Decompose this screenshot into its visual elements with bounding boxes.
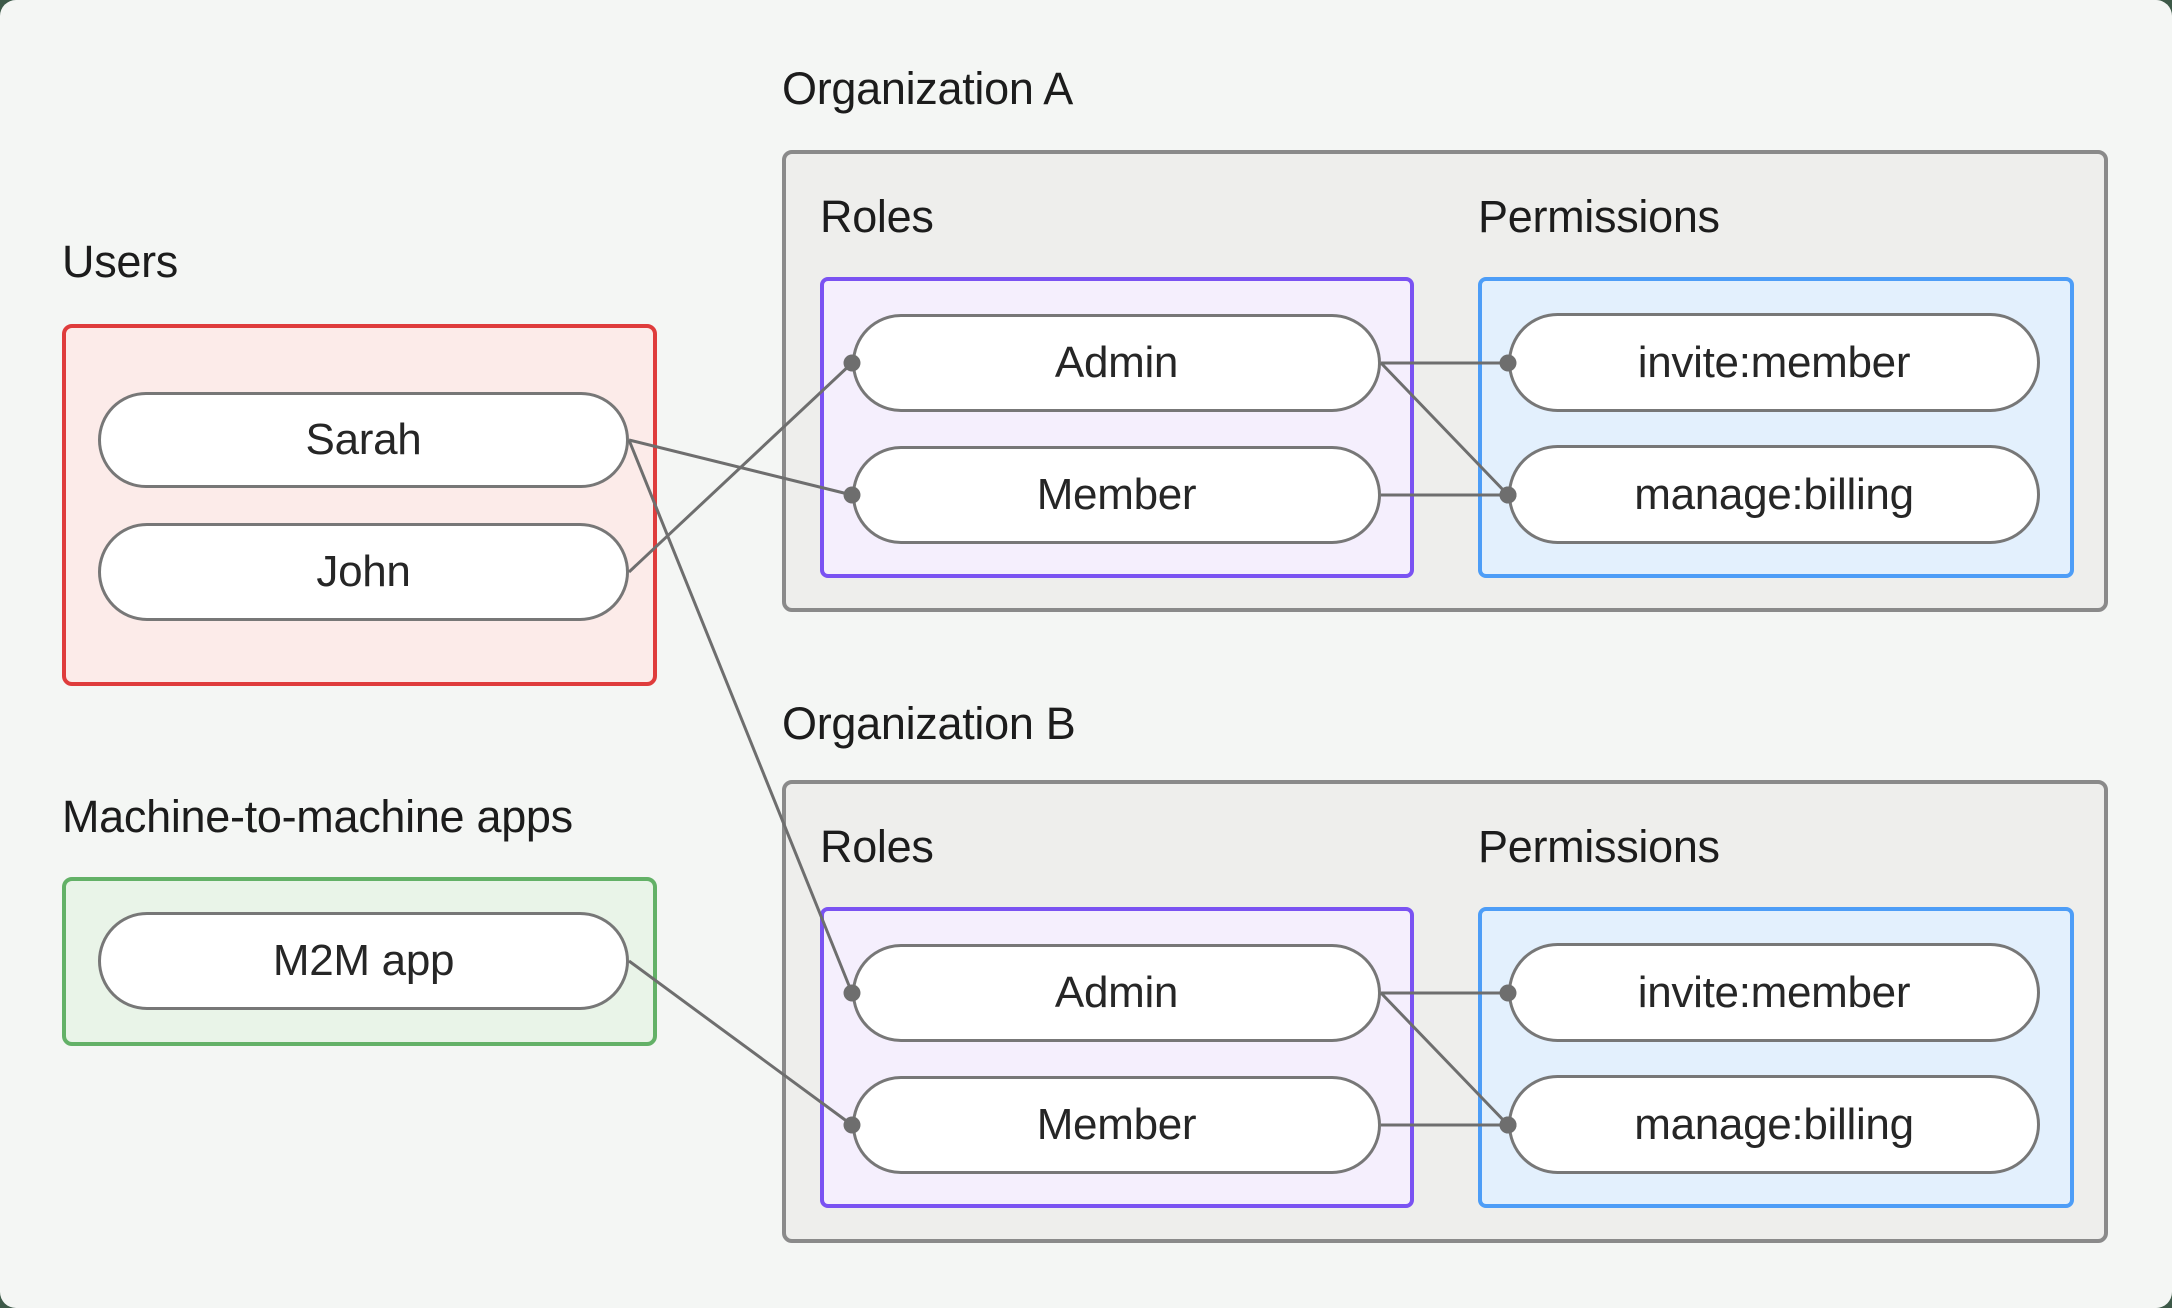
users-group-label: Users — [62, 236, 179, 287]
org-b-permission-invite-member: invite:member — [1508, 943, 2040, 1042]
org-a-permissions-label: Permissions — [1478, 191, 1720, 242]
org-b-title: Organization B — [782, 698, 1076, 749]
org-b-permissions-label: Permissions — [1478, 821, 1720, 872]
user-node-john: John — [98, 523, 629, 621]
m2m-app-node: M2M app — [98, 912, 629, 1010]
org-b-permission-manage-billing: manage:billing — [1508, 1075, 2040, 1174]
org-a-permission-manage-billing: manage:billing — [1508, 445, 2040, 544]
m2m-group-label: Machine-to-machine apps — [62, 791, 573, 842]
users-group-box — [62, 324, 657, 686]
org-a-role-admin: Admin — [852, 314, 1381, 412]
org-b-role-admin: Admin — [852, 944, 1381, 1042]
org-a-permission-invite-member: invite:member — [1508, 313, 2040, 412]
org-b-role-member: Member — [852, 1076, 1381, 1174]
org-a-roles-label: Roles — [820, 191, 934, 242]
user-node-sarah: Sarah — [98, 392, 629, 488]
org-a-title: Organization A — [782, 63, 1073, 114]
org-b-roles-label: Roles — [820, 821, 934, 872]
org-a-role-member: Member — [852, 446, 1381, 544]
